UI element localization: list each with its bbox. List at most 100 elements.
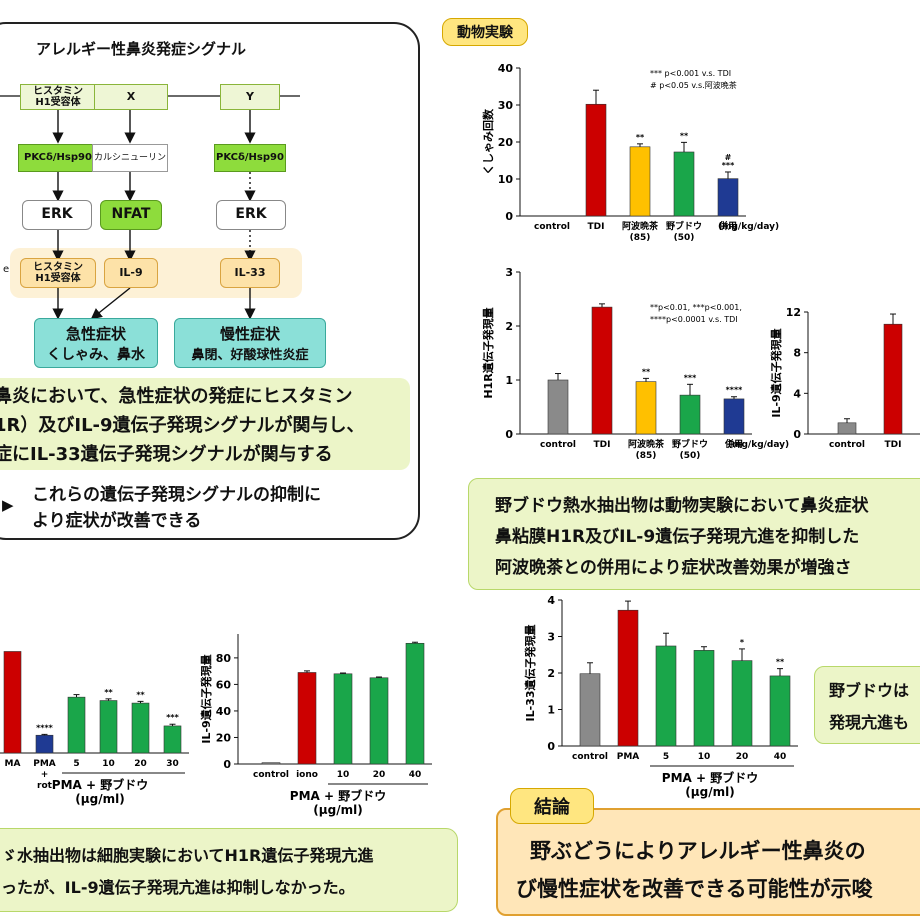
y-tick-label: 0 (793, 428, 801, 441)
y-axis-label: IL-9遺伝子発現量 (769, 328, 783, 417)
mediator-erk-1: ERK (22, 200, 92, 230)
x-tick-label: 40 (409, 770, 422, 780)
y-tick-label: 0 (505, 428, 513, 441)
significance-mark: ** (136, 690, 145, 699)
bar (297, 672, 317, 765)
mediator-erk-2: ERK (216, 200, 286, 230)
bar (629, 146, 651, 217)
legend-entry: *** p<0.001 v.s. TDI (650, 69, 731, 78)
receptor-h1: ヒスタミン H1受容体 (20, 84, 96, 110)
y-tick-label: 12 (786, 306, 801, 319)
x-tick-label: 10 (698, 752, 711, 762)
bar (723, 398, 745, 435)
kinase-pkc-1: PKCδ/Hsp90 (18, 144, 98, 172)
bar (99, 700, 118, 754)
y-tick-label: 30 (498, 99, 514, 112)
x-tick-label: iono (296, 770, 318, 780)
y-tick-label: 4 (793, 387, 801, 400)
significance-mark: * (740, 638, 745, 647)
y-tick-label: 3 (505, 266, 513, 279)
x-tick-label: 10 (102, 759, 115, 769)
x-tick-label: 20 (134, 759, 147, 769)
bar (35, 734, 54, 754)
x-tick-label: control (253, 770, 289, 780)
legend-entry: ****p<0.0001 v.s. TDI (650, 315, 738, 324)
significance-mark: #*** (722, 153, 735, 170)
bar (579, 673, 601, 747)
kinase-pkc-2: PKCδ/Hsp90 (214, 144, 286, 172)
significance-mark: ** (680, 131, 689, 140)
group-unit: (μg/ml) (685, 785, 734, 799)
bar (769, 675, 791, 747)
acute-symptom-title: 急性症状 (65, 324, 126, 343)
x-tick-label: 併用 (724, 438, 743, 450)
bar (585, 103, 607, 217)
y-tick-label: 0 (547, 740, 555, 753)
x-unit-label: (mg/kg/day) (718, 222, 779, 232)
arrow-right-icon: ▶ (2, 496, 14, 514)
y-tick-label: 2 (547, 667, 555, 680)
animal-result-line-2: 鼻粘膜H1R及びIL-9遺伝子発現亢進を抑制した (495, 526, 860, 547)
x-tick-label: control (534, 222, 570, 232)
mediator-nfat: NFAT (100, 200, 162, 230)
significance-mark: ** (104, 688, 113, 697)
bar (673, 151, 695, 217)
x-tick-label: PMA+rot (33, 759, 56, 791)
bar (333, 673, 353, 765)
bar (163, 725, 182, 754)
bar (369, 677, 389, 765)
significance-mark: **** (726, 386, 744, 395)
bar (655, 645, 677, 747)
x-tick-label: TDI (588, 222, 605, 232)
significance-mark: *** (166, 713, 179, 722)
y-axis-label: IL-9遺伝子発現量 (199, 654, 213, 743)
x-tick-label: 5 (663, 752, 669, 762)
chronic-symptom-body: 鼻閉、好酸球性炎症 (191, 348, 309, 363)
bar (131, 702, 150, 754)
x-tick-label: 5 (73, 759, 79, 769)
y-tick-label: 1 (547, 704, 555, 717)
y-tick-label: 10 (498, 173, 514, 186)
significance-mark: ** (642, 367, 651, 376)
conclusion-line-2: び慢性症状を改善できる可能性が示唆 (516, 877, 873, 901)
y-axis-label: IL-33遺伝子発現量 (523, 625, 537, 722)
chronic-symptom-box: 慢性症状 鼻閉、好酸球性炎症 (174, 318, 326, 368)
bar (679, 394, 701, 435)
bar (883, 323, 903, 435)
animal-result-line-3: 阿波晩茶との併用により症状改善効果が増強さ (495, 557, 852, 578)
x-tick-label: 20 (373, 770, 386, 780)
x-tick-label: control (540, 440, 576, 450)
bar (635, 381, 657, 435)
x-tick-label: 併用 (718, 220, 737, 232)
x-tick-label: control (829, 440, 865, 450)
receptor-x: X (94, 84, 168, 110)
animal-result-box: 野ブドウ熱水抽出物は動物実験において鼻炎症状 鼻粘膜H1R及びIL-9遺伝子発現… (468, 478, 920, 590)
x-tick-label: control (572, 752, 608, 762)
result-line-2: より症状が改善できる (32, 511, 202, 531)
y-tick-label: 1 (505, 374, 513, 387)
cell-result-box: ゞ水抽出物は細胞実験においてH1R遺伝子発現亢進 ったが、IL-9遺伝子発現亢進… (0, 828, 458, 912)
bar (717, 178, 739, 217)
conclusion-tag: 結論 (510, 788, 594, 824)
group-label: PMA + 野ブドウ (52, 777, 148, 792)
y-tick-label: 3 (547, 631, 555, 644)
bar (591, 306, 613, 435)
summary-line-1: 鼻炎において、急性症状の発症にヒスタミン (0, 386, 353, 407)
bar (261, 762, 281, 765)
y-tick-label: 60 (216, 678, 232, 691)
y-axis-label: H1R遺伝子発現量 (481, 307, 495, 398)
group-label: PMA + 野ブドウ (290, 788, 386, 803)
y-tick-label: 0 (223, 758, 231, 771)
x-tick-label: TDI (885, 440, 902, 450)
x-tick-label: 10 (337, 770, 350, 780)
gene-il33: IL-33 (220, 258, 280, 288)
kinase-calcineurin: カルシニューリン (92, 144, 168, 172)
y-tick-label: 8 (793, 347, 801, 360)
result-line-1: これらの遺伝子発現シグナルの抑制に (32, 485, 321, 505)
y-tick-label: 20 (498, 136, 514, 149)
